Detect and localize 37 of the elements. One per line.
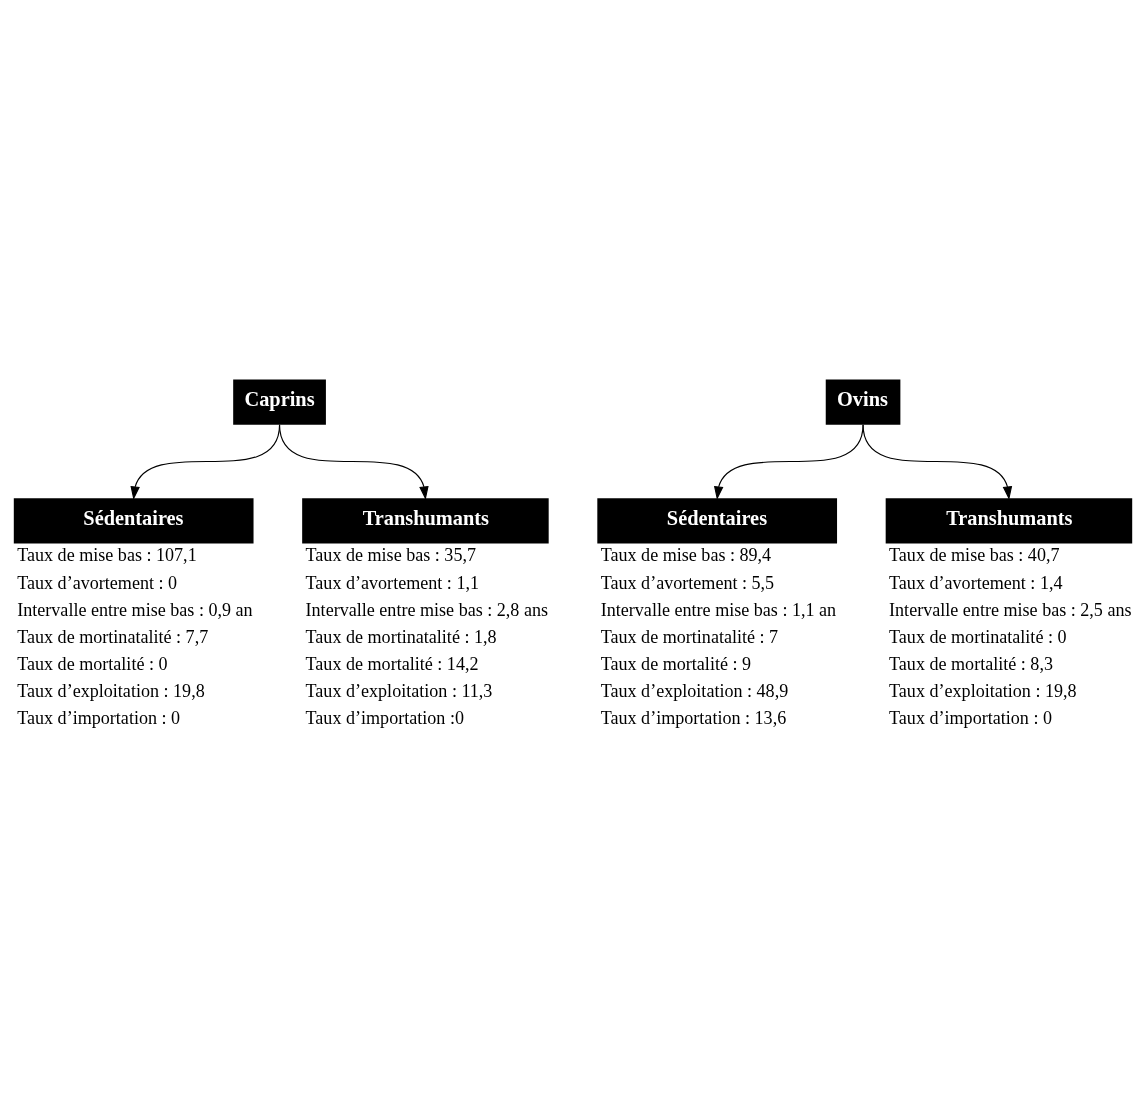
node-label: Taux de mise bas : 40,7 [889, 545, 1060, 566]
node-label: Taux d’avortement : 1,4 [889, 572, 1063, 593]
node-box: Transhumants [885, 498, 1133, 544]
arrow [862, 424, 1013, 500]
node-label: Taux de mortalité : 0 [17, 653, 168, 674]
node-label: Intervalle entre mise bas : 2,8 ans [305, 599, 549, 620]
node-label: Taux d’avortement : 0 [17, 572, 178, 593]
node-label: Intervalle entre mise bas : 1,1 an [600, 599, 837, 620]
node-label: Taux de mortalité : 8,3 [889, 653, 1053, 674]
node-label: Taux de mortinatalité : 0 [889, 626, 1067, 647]
node-box: Caprins [233, 379, 326, 425]
node-label: Taux d’exploitation : 48,9 [600, 681, 789, 702]
node-label: Taux d’exploitation : 11,3 [305, 681, 493, 702]
node-label: Taux d’importation : 0 [889, 708, 1052, 729]
node-label: Taux d’exploitation : 19,8 [889, 681, 1077, 702]
node-label: Intervalle entre mise bas : 2,5 ans [889, 599, 1132, 620]
arrow [279, 424, 429, 500]
node-box: Ovins [825, 379, 901, 425]
node-label: Taux de mortalité : 9 [600, 653, 752, 674]
node-label: Intervalle entre mise bas : 0,9 an [17, 599, 253, 620]
node-box: Sédentaires [597, 498, 838, 544]
node-box: Sédentaires [13, 498, 254, 544]
node-label: Taux d’importation :0 [305, 708, 464, 729]
node-label: Taux de mise bas : 89,4 [600, 545, 772, 566]
node-label: Taux de mortinatalité : 7 [600, 626, 779, 647]
node-label: Taux de mise bas : 107,1 [17, 545, 197, 566]
node-label: Taux de mortalité : 14,2 [305, 653, 479, 674]
node-label: Taux d’importation : 0 [17, 708, 181, 729]
node-label: Taux d’importation : 13,6 [600, 708, 787, 729]
node-label: Taux d’exploitation : 19,8 [17, 681, 205, 702]
node-box: Transhumants [302, 498, 549, 544]
arrow [713, 424, 864, 500]
node-label: Taux de mise bas : 35,7 [305, 545, 477, 566]
node-label: Taux d’avortement : 1,1 [305, 572, 479, 593]
node-label: Taux de mortinatalité : 1,8 [305, 626, 497, 647]
node-label: Taux d’avortement : 5,5 [600, 572, 775, 593]
node-label: Taux de mortinatalité : 7,7 [17, 626, 209, 647]
